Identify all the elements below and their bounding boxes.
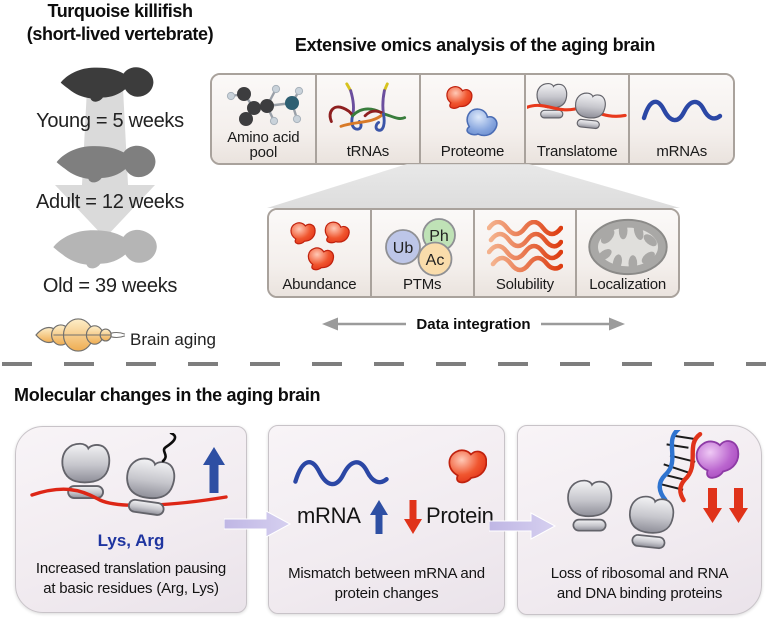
mrna-label: mRNA xyxy=(297,503,361,528)
brain-icon xyxy=(35,318,126,352)
brain-aging-label: Brain aging xyxy=(130,330,217,349)
cell-label: PTMs xyxy=(402,276,442,293)
data-integration-label: Data integration xyxy=(416,315,531,333)
cell-label: tRNAs xyxy=(346,143,390,160)
proteome-sub-row: Abundance Ub Ph Ac PTMs Sol xyxy=(267,208,680,298)
ub-circle-label: Ub xyxy=(393,240,414,257)
adult-fish-icon xyxy=(56,145,156,183)
card-connector-arrow-icon xyxy=(224,510,292,538)
cell-abundance: Abundance xyxy=(269,210,370,296)
down-arrow-icon xyxy=(729,488,748,523)
dna-helix-icon xyxy=(657,430,703,503)
card-caption: Loss of ribosomal and RNA and DNA bindin… xyxy=(550,565,729,602)
ribosomes-mrna-icon xyxy=(527,82,627,130)
dna-ribosome-loss-icon xyxy=(567,430,748,551)
pausing-ribosomes-icon xyxy=(30,433,228,518)
cell-mrnas: mRNAs xyxy=(628,75,733,163)
residues-label: Lys, Arg xyxy=(97,531,165,550)
mrna-wave-icon xyxy=(641,99,722,123)
ptm-circles-icon: Ub Ph Ac xyxy=(385,218,457,277)
cell-trnas: tRNAs xyxy=(314,75,420,163)
cell-label: Proteome xyxy=(440,143,505,160)
adult-stage-label: Adult = 12 weeks xyxy=(35,191,185,213)
down-arrow-icon xyxy=(404,500,422,534)
old-stage-label: Old = 39 weeks xyxy=(42,275,178,297)
card-caption: Mismatch between mRNA and protein change… xyxy=(288,565,485,602)
mitochondrion-icon xyxy=(587,218,668,276)
card-translation-pausing: Lys, Arg Increased translation pausing a… xyxy=(15,426,247,613)
molecular-section-title: Molecular changes in the aging brain xyxy=(14,385,321,405)
cell-label: mRNAs xyxy=(656,143,707,160)
ac-circle-label: Ac xyxy=(426,252,445,269)
right-arrow-icon xyxy=(540,317,625,331)
cell-translatome: Translatome xyxy=(523,75,629,163)
down-arrow-icon xyxy=(703,488,722,523)
old-fish-icon xyxy=(53,229,157,269)
cell-label: Solubility xyxy=(495,276,554,293)
mrna-wave-icon xyxy=(293,460,389,487)
protein-blobs-icon xyxy=(446,85,502,139)
cell-label: Amino acid pool xyxy=(227,129,300,161)
red-protein-blobs-icon xyxy=(289,220,352,271)
up-arrow-icon xyxy=(203,447,225,493)
young-fish-icon xyxy=(60,67,154,102)
section-divider xyxy=(2,362,766,366)
cell-proteome: Proteome xyxy=(419,75,524,163)
omics-section-title: Extensive omics analysis of the aging br… xyxy=(294,35,656,55)
cell-ptms: Ub Ph Ac PTMs xyxy=(369,210,473,296)
cell-label: Localization xyxy=(589,276,667,293)
nascent-peptide-squiggle xyxy=(161,433,177,463)
red-protein-icon xyxy=(446,444,487,486)
card-connector-arrow-icon xyxy=(489,512,557,540)
left-arrow-icon xyxy=(322,317,407,331)
cell-amino-acid-pool: Amino acid pool xyxy=(212,75,315,163)
cell-label: Abundance xyxy=(282,276,357,293)
cell-localization: Localization xyxy=(575,210,678,296)
card-caption: Increased translation pausing at basic r… xyxy=(35,560,227,597)
amino-acid-molecule-icon xyxy=(227,84,304,126)
proteome-funnel-shape xyxy=(267,164,680,208)
omics-top-row: Amino acid pool tRNAs xyxy=(210,73,735,165)
up-arrow-icon xyxy=(370,500,388,534)
left-panel-title-line2: (short-lived vertebrate) xyxy=(26,24,214,44)
ph-circle-label: Ph xyxy=(429,228,449,245)
left-panel-title-line1: Turquoise killifish xyxy=(47,1,193,21)
trna-cloverleaf-icon xyxy=(328,82,406,132)
card-mrna-protein-mismatch: mRNA Protein Mismatch between mRNA and p… xyxy=(268,425,505,614)
protein-label: Protein xyxy=(426,503,494,528)
aggregation-waves-icon xyxy=(486,220,563,273)
cell-label: Translatome xyxy=(536,143,618,160)
left-panel-title: Turquoise killifish (short-lived vertebr… xyxy=(0,0,240,46)
data-integration-row: Data integration xyxy=(267,312,680,336)
cell-solubility: Solubility xyxy=(472,210,576,296)
young-stage-label: Young = 5 weeks xyxy=(36,110,184,132)
card-binding-protein-loss: Loss of ribosomal and RNA and DNA bindin… xyxy=(517,425,762,615)
